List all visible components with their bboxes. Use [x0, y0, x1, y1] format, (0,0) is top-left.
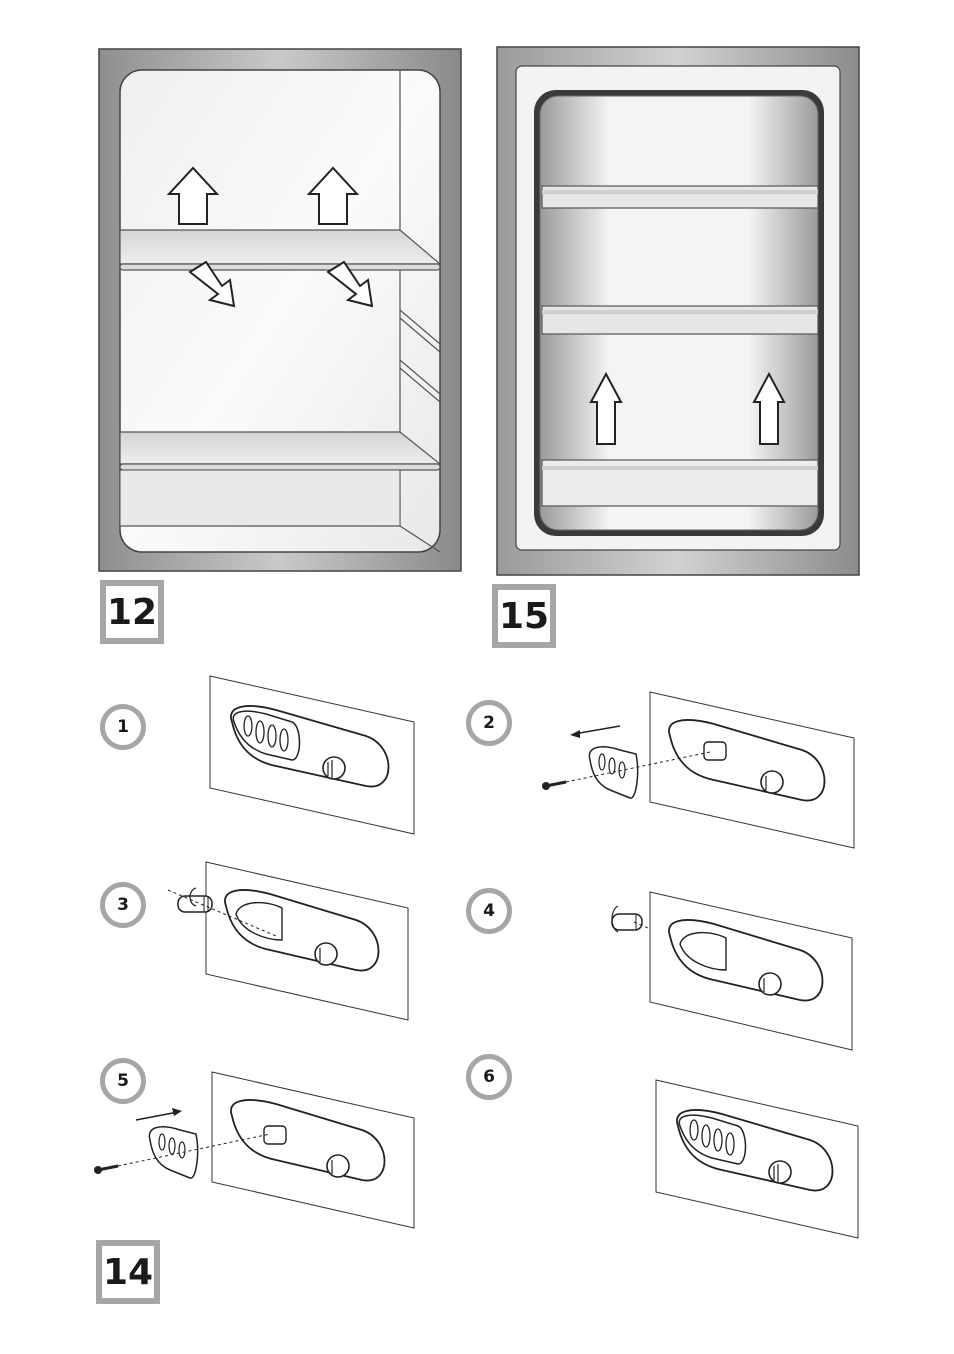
step-5-lamp-cover-illustration: [94, 1070, 418, 1232]
step-6-lamp-cover-illustration: [652, 1078, 862, 1242]
figure-15-label: 15: [492, 584, 556, 648]
figure-15-freezer-shelves: [496, 46, 860, 576]
step-1-lamp-cover-illustration: [206, 674, 418, 838]
step-1-badge: 1: [100, 704, 146, 750]
figure-12-label: 12: [100, 580, 164, 644]
step-2-badge: 2: [466, 700, 512, 746]
step-4-lamp-cover-illustration: [604, 888, 856, 1054]
step-3-lamp-cover-illustration: [166, 860, 412, 1024]
step-6-badge: 6: [466, 1054, 512, 1100]
step-2-lamp-cover-illustration: [540, 690, 856, 852]
step-3-badge: 3: [100, 882, 146, 928]
figure-12-fridge-shelves: [98, 48, 462, 572]
step-4-badge: 4: [466, 888, 512, 934]
figure-14-label: 14: [96, 1240, 160, 1304]
